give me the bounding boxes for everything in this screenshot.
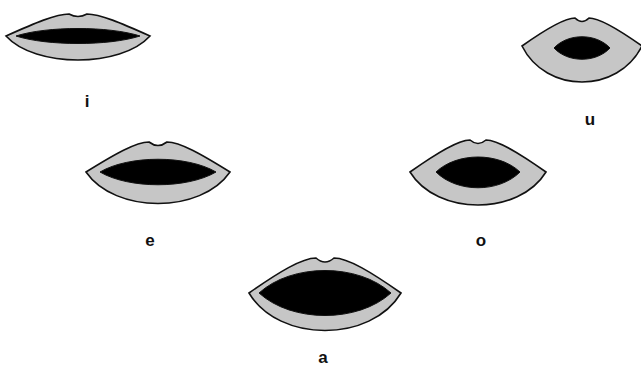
vowel-label: u: [585, 111, 595, 128]
lips-e: [86, 142, 230, 204]
vowel-label: i: [85, 93, 90, 110]
vowel-label: a: [318, 349, 327, 366]
lips-a: [249, 258, 401, 331]
vowel-label: o: [476, 232, 486, 249]
lips-u: [522, 18, 641, 82]
vowel-label: e: [145, 232, 154, 249]
lips-o: [410, 140, 546, 205]
lips-i: [6, 14, 150, 60]
